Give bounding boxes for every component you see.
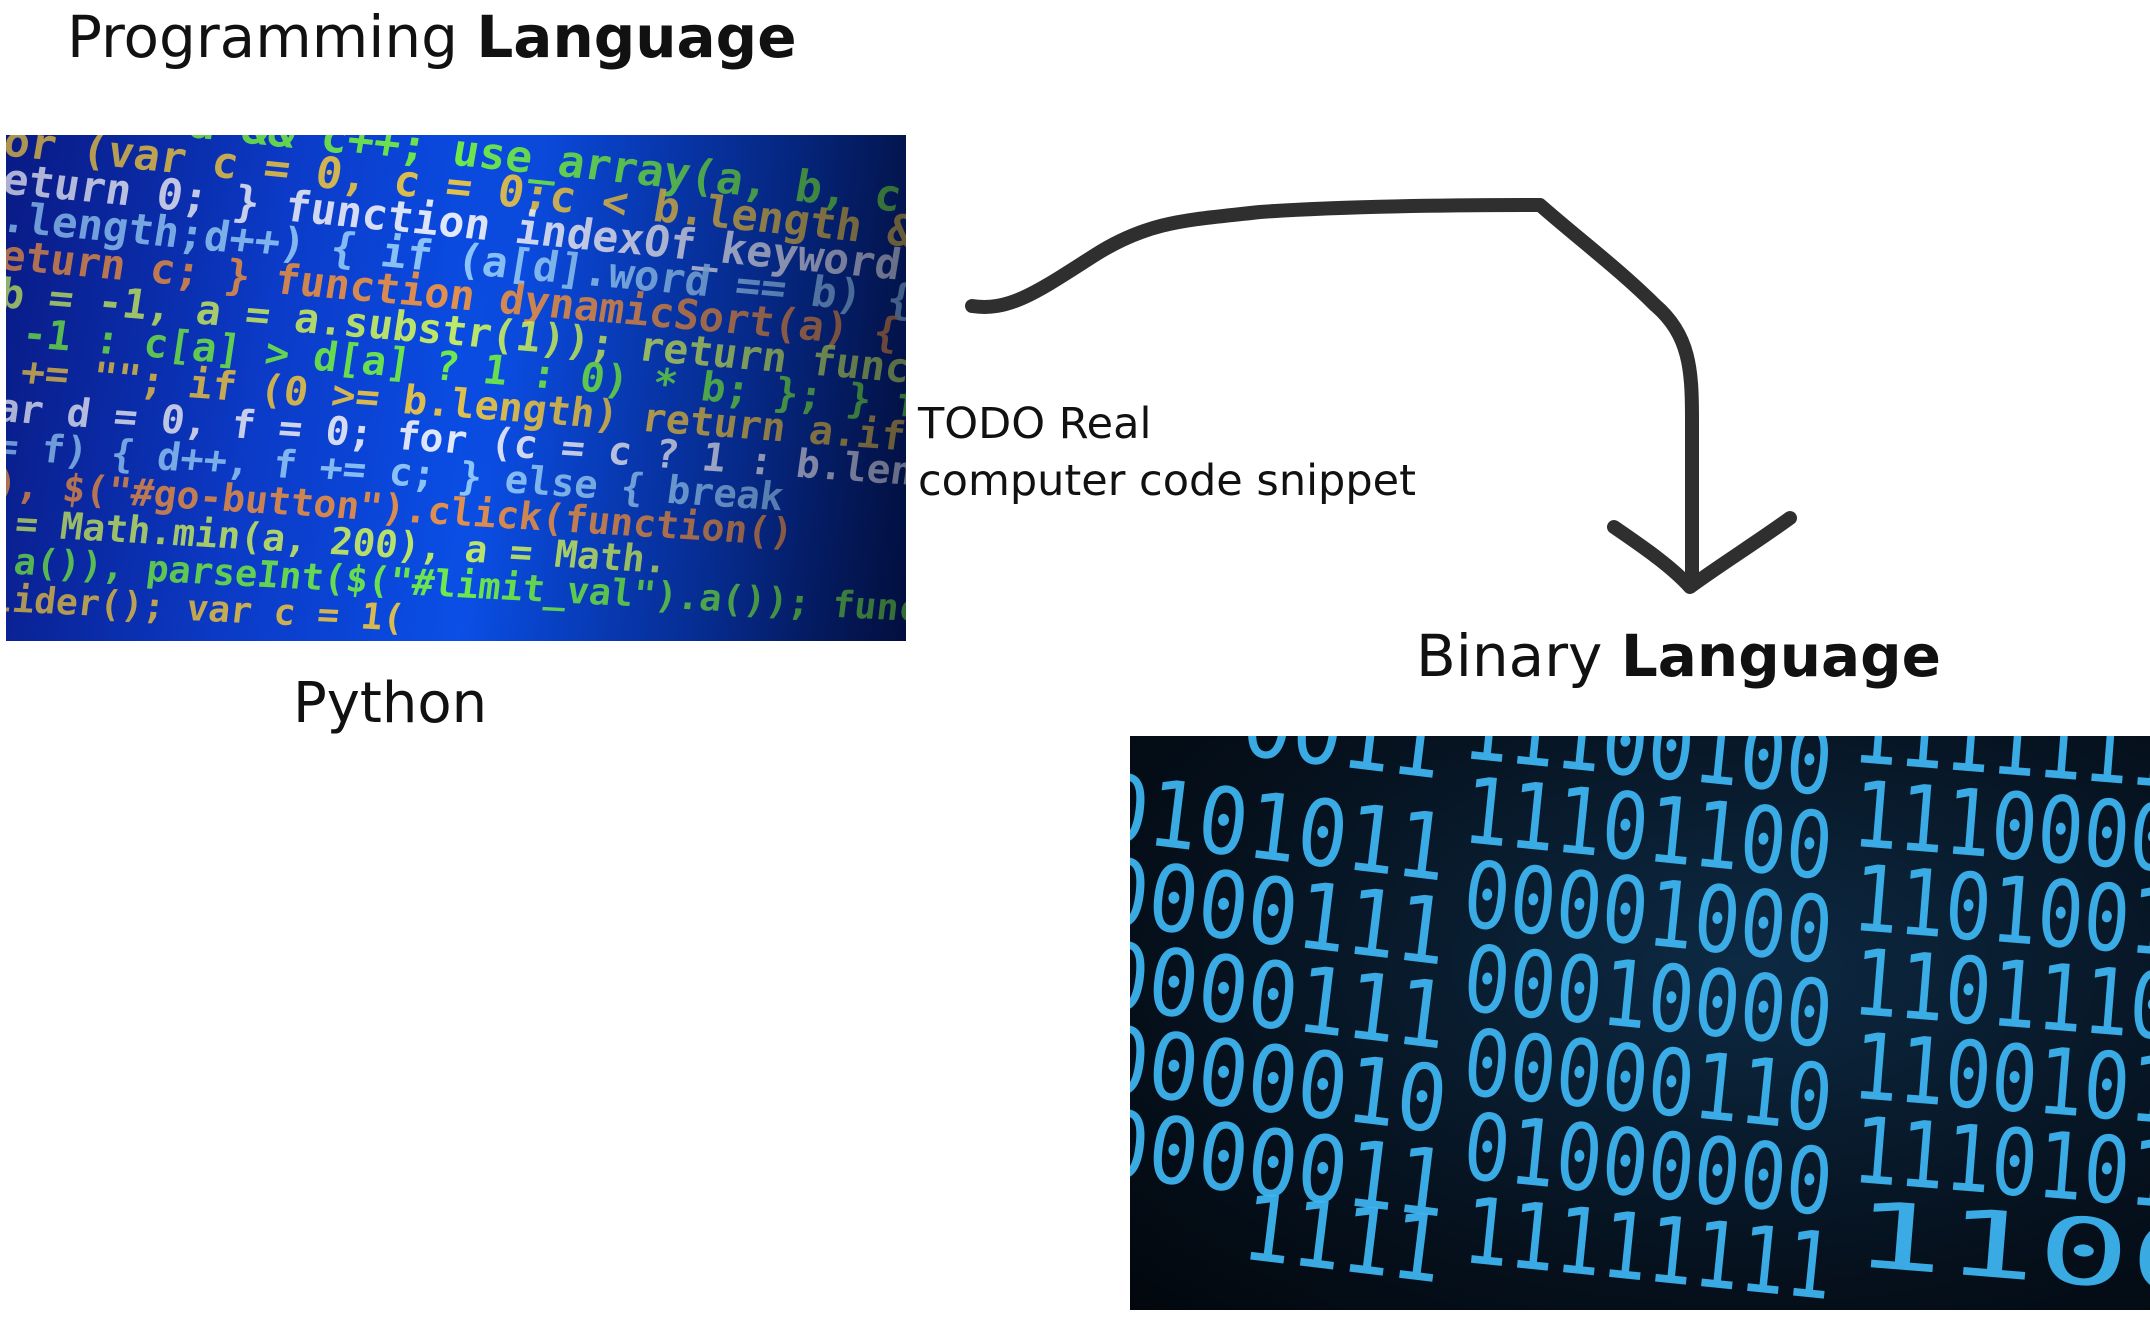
python-caption: Python [293, 671, 488, 736]
binary-language-heading: Binary Language [1416, 627, 1941, 685]
heading-normal-text: Programming [67, 3, 477, 71]
binary-code-graphic: 0011111001001111111101010111110110011100… [1130, 736, 2150, 1310]
todo-note-line-1: TODO Real [918, 399, 1152, 449]
binary-digits: 1100 [1849, 1181, 2150, 1310]
todo-note-line-2: computer code snippet [918, 456, 1416, 506]
heading-normal-text: Binary [1416, 622, 1621, 690]
heading-bold-text: Language [476, 3, 797, 71]
arrow-shaft [965, 198, 1699, 592]
code-snippet-graphic: b[d] == a && c++; use_array(a, b, c) ret… [6, 135, 906, 641]
todo-note: TODO Real computer code snippet [918, 396, 1416, 510]
arrow-head [1607, 511, 1797, 594]
code-image-shading [6, 135, 906, 641]
code-snippet-image: b[d] == a && c++; use_array(a, b, c) ret… [6, 135, 906, 641]
binary-digits: 1111 [1237, 1174, 1449, 1305]
heading-bold-text: Language [1620, 622, 1942, 690]
programming-language-heading: Programming Language [67, 8, 797, 66]
